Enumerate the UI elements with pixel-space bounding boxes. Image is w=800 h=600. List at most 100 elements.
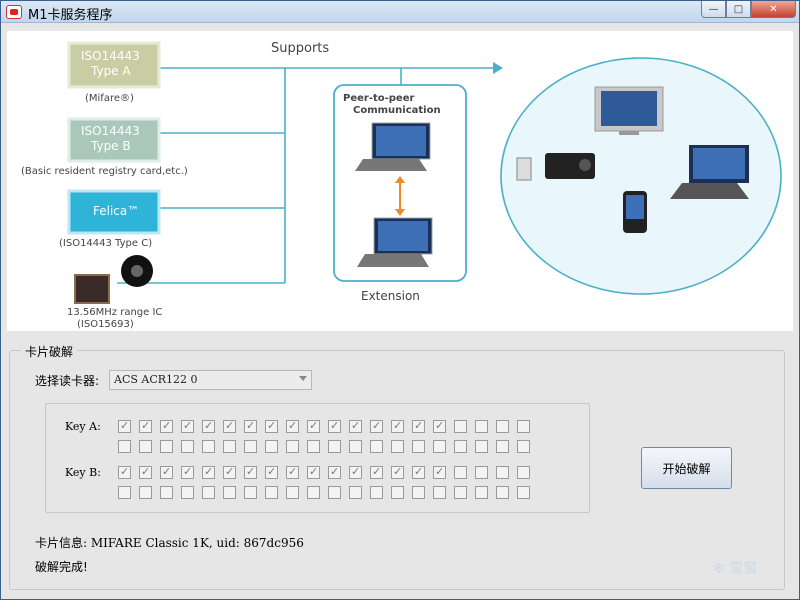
card-b-caption: (Basic resident registry card,etc.)	[21, 166, 188, 177]
sector-checkbox[interactable]	[370, 486, 383, 499]
sector-checkbox[interactable]	[370, 419, 383, 433]
sector-checkbox[interactable]	[454, 466, 467, 479]
sector-checkbox[interactable]	[349, 419, 362, 433]
sector-checkbox[interactable]	[349, 486, 362, 499]
reader-select[interactable]: ACS ACR122 0	[109, 370, 312, 390]
sector-checkbox[interactable]	[223, 440, 236, 453]
sector-checkbox[interactable]	[160, 465, 173, 479]
sector-checkbox[interactable]	[454, 420, 467, 433]
sector-checkbox[interactable]	[181, 419, 194, 433]
sector-checkbox[interactable]	[223, 465, 236, 479]
sector-checkbox[interactable]	[265, 419, 278, 433]
sector-checkbox[interactable]	[265, 465, 278, 479]
sector-checkbox[interactable]	[265, 486, 278, 499]
sector-checkbox[interactable]	[412, 440, 425, 453]
sector-checkbox[interactable]	[412, 486, 425, 499]
sector-checkbox[interactable]	[370, 440, 383, 453]
sector-checkbox[interactable]	[202, 440, 215, 453]
sector-checkbox[interactable]	[412, 465, 425, 479]
sector-checkbox[interactable]	[454, 440, 467, 453]
sector-checkbox[interactable]	[349, 465, 362, 479]
computer-icon	[357, 217, 433, 267]
sector-checkbox[interactable]	[118, 419, 131, 433]
sector-checkbox[interactable]	[307, 486, 320, 499]
sector-checkbox[interactable]	[391, 486, 404, 499]
sector-checkbox[interactable]	[475, 440, 488, 453]
sector-checkbox[interactable]	[181, 486, 194, 499]
sector-checkbox[interactable]	[160, 440, 173, 453]
sector-checkbox[interactable]	[244, 486, 257, 499]
sector-checkbox[interactable]	[181, 440, 194, 453]
sector-checkbox[interactable]	[202, 419, 215, 433]
sector-checkbox[interactable]	[349, 440, 362, 453]
sector-checkbox[interactable]	[328, 465, 341, 479]
sector-checkbox[interactable]	[328, 486, 341, 499]
sector-checkbox[interactable]	[265, 440, 278, 453]
sector-checkbox[interactable]	[307, 419, 320, 433]
sector-checkbox[interactable]	[286, 440, 299, 453]
sector-checkbox[interactable]	[286, 465, 299, 479]
sector-checkbox[interactable]	[139, 419, 152, 433]
sector-checkbox[interactable]	[370, 465, 383, 479]
camera-icon	[516, 153, 595, 181]
sector-checkbox[interactable]	[286, 419, 299, 433]
sector-checkbox[interactable]	[181, 465, 194, 479]
extension-label: Extension	[361, 289, 420, 303]
key-a-label: Key A:	[65, 420, 101, 433]
sector-checkbox[interactable]	[433, 419, 446, 433]
sector-checkbox[interactable]	[475, 466, 488, 479]
sector-checkbox[interactable]	[139, 486, 152, 499]
chevron-down-icon[interactable]	[299, 376, 307, 381]
sector-checkbox[interactable]	[412, 419, 425, 433]
sector-checkbox[interactable]	[433, 486, 446, 499]
p2p-label-line1: Peer-to-peer	[343, 93, 415, 104]
computer-icon	[670, 145, 749, 199]
title-bar[interactable]: M1卡服务程序 — □ ✕	[1, 1, 799, 23]
sector-checkbox[interactable]	[223, 419, 236, 433]
sector-checkbox[interactable]	[118, 440, 131, 453]
arrow-head-icon	[493, 62, 503, 74]
sector-checkbox[interactable]	[307, 440, 320, 453]
sector-checkbox[interactable]	[118, 486, 131, 499]
sector-checkbox[interactable]	[454, 486, 467, 499]
sector-checkbox[interactable]	[433, 465, 446, 479]
nfc-banner-image: Supports Peer-to-peer Communication Exte…	[7, 31, 793, 331]
sector-checkbox[interactable]	[391, 465, 404, 479]
sector-checkbox[interactable]	[496, 440, 509, 453]
sector-checkbox[interactable]	[517, 486, 530, 499]
sector-checkbox[interactable]	[202, 486, 215, 499]
sector-checkbox[interactable]	[244, 419, 257, 433]
sector-checkbox[interactable]	[517, 466, 530, 479]
sector-checkbox[interactable]	[139, 465, 152, 479]
sector-checkbox[interactable]	[391, 440, 404, 453]
ic-caption-line1: 13.56MHz range IC	[67, 307, 163, 318]
close-button[interactable]: ✕	[751, 1, 796, 18]
sector-checkbox[interactable]	[496, 486, 509, 499]
sector-checkbox[interactable]	[391, 419, 404, 433]
sector-checkbox[interactable]	[496, 420, 509, 433]
ic-chip-icon	[74, 274, 110, 304]
sector-checkbox[interactable]	[496, 466, 509, 479]
sector-checkbox[interactable]	[118, 465, 131, 479]
sector-checkbox[interactable]	[517, 420, 530, 433]
sector-checkbox[interactable]	[202, 465, 215, 479]
sector-checkbox[interactable]	[160, 419, 173, 433]
sector-checkbox[interactable]	[139, 440, 152, 453]
card-a-line2: Type A	[91, 64, 131, 78]
sector-checkbox[interactable]	[433, 440, 446, 453]
start-crack-button[interactable]: 开始破解	[641, 447, 732, 489]
card-iso-a	[67, 41, 161, 89]
sector-checkbox[interactable]	[517, 440, 530, 453]
sector-checkbox[interactable]	[223, 486, 236, 499]
sector-checkbox[interactable]	[286, 486, 299, 499]
sector-checkbox[interactable]	[475, 420, 488, 433]
maximize-button[interactable]: □	[726, 1, 751, 18]
minimize-button[interactable]: —	[701, 1, 726, 18]
sector-checkbox[interactable]	[475, 486, 488, 499]
sector-checkbox[interactable]	[244, 465, 257, 479]
sector-checkbox[interactable]	[328, 419, 341, 433]
sector-checkbox[interactable]	[244, 440, 257, 453]
sector-checkbox[interactable]	[328, 440, 341, 453]
sector-checkbox[interactable]	[160, 486, 173, 499]
sector-checkbox[interactable]	[307, 465, 320, 479]
